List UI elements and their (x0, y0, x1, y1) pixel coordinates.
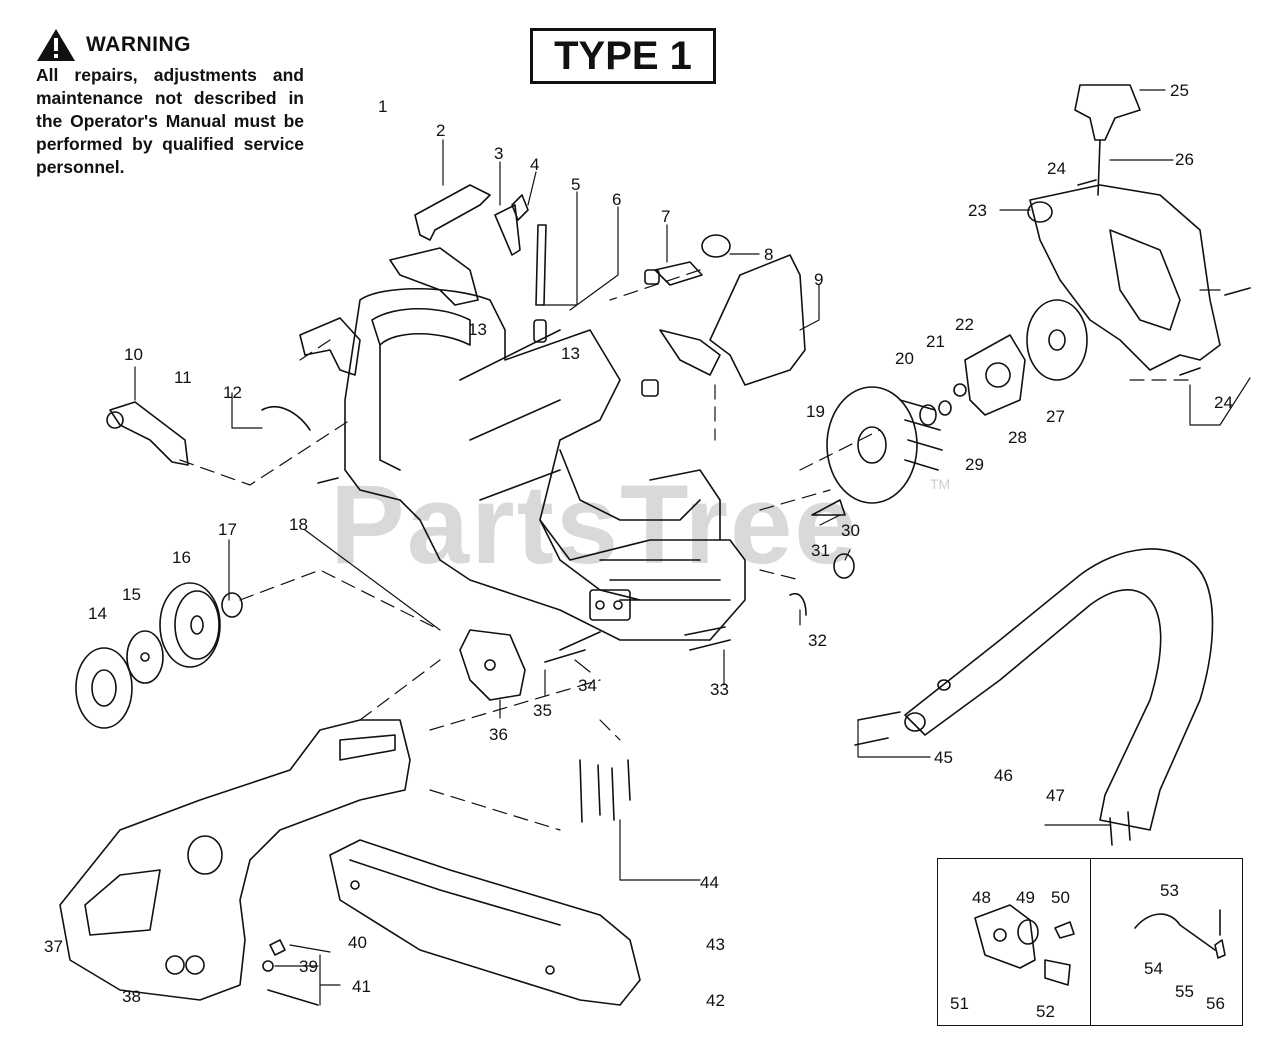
callout-20: 20 (895, 349, 914, 368)
callout-36: 36 (489, 725, 508, 744)
callout-8: 8 (764, 245, 774, 264)
callout-54: 54 (1144, 959, 1163, 978)
callout-2: 2 (436, 121, 446, 140)
callout-13b: 13 (561, 344, 580, 363)
leader-lines (134, 89, 1251, 1006)
callout-51: 51 (950, 994, 969, 1013)
callout-3: 3 (494, 144, 504, 163)
callout-37: 37 (44, 937, 63, 956)
callout-55: 55 (1175, 982, 1194, 1001)
callout-50: 50 (1051, 888, 1070, 907)
callout-49: 49 (1016, 888, 1035, 907)
callout-31: 31 (811, 541, 830, 560)
callout-29: 29 (965, 455, 984, 474)
callout-43: 43 (706, 935, 725, 954)
warning-notice: WARNING All repairs, adjustments and mai… (36, 28, 304, 179)
callout-18: 18 (289, 515, 308, 534)
left-lever-parts (106, 401, 339, 484)
callout-19: 19 (806, 402, 825, 421)
dashed-guides (179, 269, 1191, 831)
inset-parts (974, 904, 1226, 986)
warning-triangle-icon (37, 29, 75, 61)
inset-divider (1090, 858, 1091, 1026)
callout-35: 35 (533, 701, 552, 720)
front-handle (854, 548, 1214, 846)
callout-39: 39 (299, 957, 318, 976)
callout-24b: 24 (1214, 393, 1233, 412)
callout-7: 7 (661, 207, 671, 226)
watermark-trademark: TM (930, 476, 951, 492)
callout-34: 34 (578, 676, 597, 695)
watermark: PartsTree (330, 462, 859, 587)
warning-text: All repairs, adjustments and maintenance… (36, 65, 304, 177)
callout-11: 11 (174, 368, 192, 387)
callout-44: 44 (700, 873, 719, 892)
callout-21: 21 (926, 332, 945, 351)
callout-25: 25 (1170, 81, 1189, 100)
callout-1: 1 (378, 97, 388, 116)
callout-41: 41 (352, 977, 371, 996)
upper-small-parts (299, 184, 806, 397)
callout-14: 14 (88, 604, 107, 623)
callout-24a: 24 (1047, 159, 1066, 178)
callout-9: 9 (814, 270, 824, 289)
callout-17: 17 (218, 520, 237, 539)
warning-header: WARNING (36, 28, 304, 62)
callout-12: 12 (223, 383, 242, 402)
callout-13a: 13 (468, 320, 487, 339)
callout-4: 4 (530, 155, 540, 174)
callout-53: 53 (1160, 881, 1179, 900)
callout-5: 5 (571, 175, 581, 194)
callout-6: 6 (612, 190, 622, 209)
callout-48: 48 (972, 888, 991, 907)
callout-47: 47 (1046, 786, 1065, 805)
callout-56: 56 (1206, 994, 1225, 1013)
callout-15: 15 (122, 585, 141, 604)
callout-42: 42 (706, 991, 725, 1010)
callout-10: 10 (124, 345, 143, 364)
callout-40: 40 (348, 933, 367, 952)
crankcase-body (344, 287, 746, 641)
callout-38: 38 (122, 987, 141, 1006)
callout-22: 22 (955, 315, 974, 334)
callout-32: 32 (808, 631, 827, 650)
callout-26: 26 (1175, 150, 1194, 169)
callout-23: 23 (968, 201, 987, 220)
callout-46: 46 (994, 766, 1013, 785)
callout-27: 27 (1046, 407, 1065, 426)
callout-45: 45 (934, 748, 953, 767)
callout-28: 28 (1008, 428, 1027, 447)
callout-33: 33 (710, 680, 729, 699)
chain-cover-and-bar (59, 626, 731, 1006)
warning-title: WARNING (86, 33, 191, 56)
type-label: TYPE 1 (530, 28, 716, 84)
flywheel-starter-parts (789, 84, 1251, 616)
callout-52: 52 (1036, 1002, 1055, 1021)
callout-16: 16 (172, 548, 191, 567)
clutch-parts (75, 582, 243, 729)
callout-30: 30 (841, 521, 860, 540)
